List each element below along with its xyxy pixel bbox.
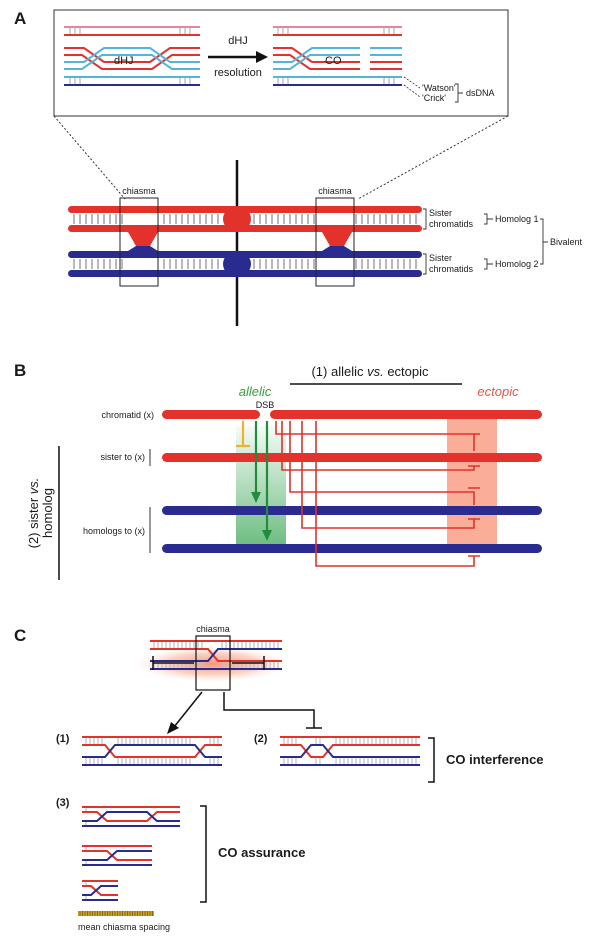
- inset-co-diagram: CO: [273, 26, 402, 86]
- chromatids-label-2: chromatids: [429, 264, 474, 274]
- bivalent-label: Bivalent: [550, 237, 583, 247]
- chiasma-label-right: chiasma: [318, 186, 352, 196]
- chiasma-top-diagram: [150, 640, 282, 670]
- label-2: (2): [254, 733, 268, 745]
- homolog-chromatid-2: [162, 544, 542, 553]
- allelic-label: allelic: [239, 384, 272, 399]
- homolog-1-label: Homolog 1: [495, 214, 539, 224]
- dsb-label: DSB: [256, 400, 275, 410]
- ectopic-label: ectopic: [477, 384, 519, 399]
- chiasma-box-c: [195, 635, 231, 691]
- homolog-chromatid-1: [162, 506, 542, 515]
- sister-vs-homolog-title-2: homolog: [40, 488, 55, 538]
- homologs-to-x-label: homologs to (x): [83, 526, 145, 536]
- panel-a: A dHJ dHJ resol: [14, 9, 583, 326]
- panel-b-letter: B: [14, 361, 26, 380]
- projection-line-right: [357, 115, 509, 200]
- dsdna-bracket: [455, 83, 463, 103]
- chiasma-box-left: [119, 197, 159, 287]
- watson-label: 'Watson': [422, 83, 456, 93]
- sister-vs-homolog-title-1: (2) sister vs.: [26, 478, 41, 549]
- arrow-to-1: [173, 691, 203, 728]
- centromere-homolog-1: [223, 206, 251, 232]
- arrow-label-resolution: resolution: [214, 67, 262, 79]
- panel-c-letter: C: [14, 626, 26, 645]
- sister-inhibition-icon: [236, 421, 250, 448]
- sister-to-x-label: sister to (x): [100, 452, 145, 462]
- resolution-arrow-head: [256, 51, 268, 63]
- sister-label-2: Sister: [429, 253, 452, 263]
- sister-label-1: Sister: [429, 208, 452, 218]
- ectopic-paths: [275, 421, 480, 567]
- chromatid-x-label: chromatid (x): [101, 410, 154, 420]
- label-1: (1): [56, 733, 70, 745]
- chiasma-label-left: chiasma: [122, 186, 156, 196]
- dsdna-label: dsDNA: [466, 88, 495, 98]
- inhibition-to-2: [223, 692, 322, 729]
- co-assurance-label: CO assurance: [218, 845, 305, 860]
- centromere-homolog-2: [223, 251, 251, 277]
- mean-spacing-label: mean chiasma spacing: [78, 922, 170, 932]
- label-3: (3): [56, 797, 70, 809]
- crick-label: 'Crick': [422, 93, 446, 103]
- interference-bar-right: [232, 656, 265, 670]
- allelic-vs-ectopic-title: (1) allelic vs. ectopic: [311, 364, 429, 379]
- panel-a-letter: A: [14, 9, 26, 28]
- bivalent-diagram: chiasma chiasma: [68, 160, 422, 326]
- panel-c: C chiasma (1) (2) (3) CO interference CO…: [14, 624, 544, 932]
- chiasma-label-c: chiasma: [196, 624, 230, 634]
- interference-glow: [134, 646, 290, 682]
- homolog-2-label: Homolog 2: [495, 259, 539, 269]
- sister-chromatid: [162, 453, 542, 462]
- chromatids-label-1: chromatids: [429, 219, 474, 229]
- chromatid-x-right: [270, 410, 542, 419]
- panel-b: B (1) allelic vs. ectopic allelic ectopi…: [14, 361, 542, 580]
- inset-dhj-label: dHJ: [114, 55, 134, 67]
- arrow-label-dhj: dHJ: [228, 35, 248, 47]
- inset-co-label: CO: [325, 55, 342, 67]
- co-interference-bracket: [428, 737, 435, 783]
- outcome-2-diagram: [280, 736, 420, 766]
- chromatid-x-left: [162, 410, 260, 419]
- ectopic-region: [447, 418, 497, 551]
- inset-dhj-diagram: dHJ: [64, 26, 200, 86]
- chiasma-box-right: [315, 197, 355, 287]
- interference-bar-left: [152, 656, 194, 670]
- mean-spacing-bar: [78, 911, 154, 916]
- co-interference-label: CO interference: [446, 752, 544, 767]
- projection-line-left: [53, 115, 126, 200]
- bivalent-labels: [423, 208, 548, 275]
- outcome-1-diagram: [82, 736, 222, 766]
- co-assurance-bracket: [200, 805, 207, 903]
- co-assurance-diagrams: [82, 806, 180, 901]
